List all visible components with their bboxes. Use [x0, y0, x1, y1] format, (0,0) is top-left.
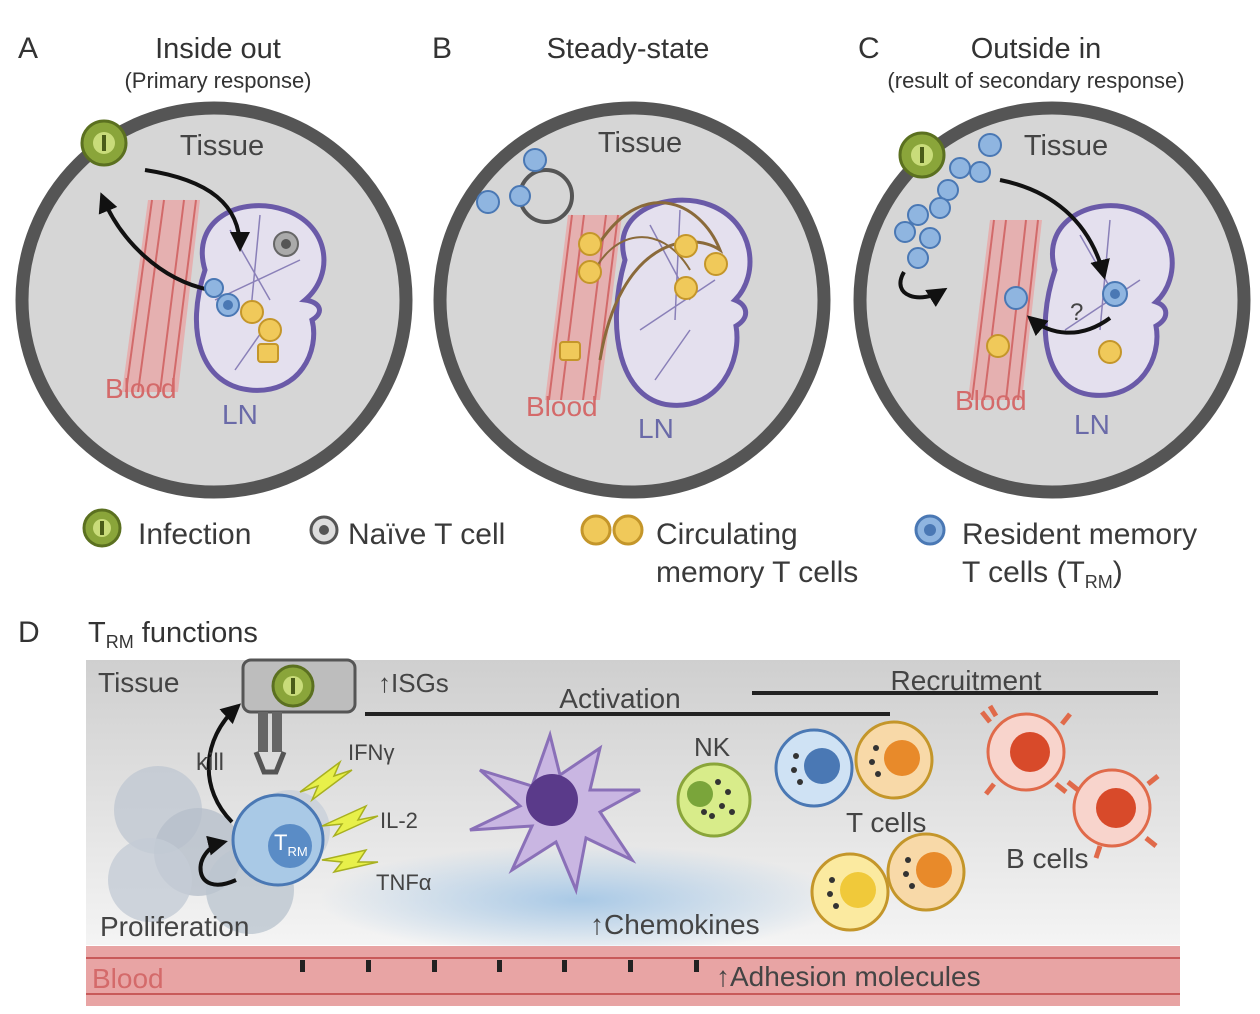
legend-naive-icon	[309, 515, 339, 545]
legend-resident-icon	[914, 514, 946, 546]
chemokine-cloud	[320, 845, 840, 955]
legend-circulating-icon	[580, 514, 644, 546]
panel-a-title: Inside out	[155, 33, 281, 65]
blood-vessel-a	[122, 199, 200, 393]
legend-resident-label-1: Resident memory	[962, 518, 1197, 551]
panel-d-title: TRM functions	[88, 617, 258, 652]
panel-a: A Inside out (Primary response) Tissue B…	[15, 32, 413, 499]
legend-circulating-label-2: memory T cells	[656, 556, 858, 589]
adhesion-markers	[300, 960, 699, 972]
arrow-tissue-to-ln-c	[999, 178, 1110, 280]
ln-label-a: LN	[222, 399, 258, 430]
infection-icon-c	[898, 131, 946, 179]
trm-cell: TRM	[231, 793, 325, 887]
tnfa-label: TNFα	[376, 870, 432, 895]
adhesion-label: ↑Adhesion molecules	[716, 961, 981, 992]
blood-label-a: Blood	[105, 373, 177, 404]
arrow-infection-to-ln	[144, 168, 250, 252]
activation-label: Activation	[559, 683, 680, 714]
infection-icon	[80, 119, 128, 167]
resident-memory-cluster-c	[894, 133, 1128, 310]
tissue-label-a: Tissue	[180, 130, 264, 162]
legend: Infection Naïve T cell Circulating memor…	[82, 508, 1197, 592]
cytokine-bolts	[299, 759, 379, 874]
kill-label: kill	[196, 749, 224, 776]
recruitment-label: Recruitment	[891, 665, 1042, 696]
blood-label-b: Blood	[526, 391, 598, 422]
panel-c: C Outside in (result of secondary respon…	[853, 32, 1251, 499]
naive-t-cell-icon	[273, 231, 299, 257]
recirculation-path-b	[593, 201, 724, 361]
blood-vessel-d	[86, 946, 1180, 1006]
lymph-node-b	[613, 197, 753, 408]
panel-letter-c: C	[858, 32, 880, 65]
dendritic-cell	[469, 729, 641, 896]
panel-d: D TRM functions Tissue ↑ISGs Activation …	[18, 616, 1180, 1006]
arrow-ln-to-blood-c	[1026, 315, 1112, 336]
trm-cell-label: TRM	[274, 830, 308, 859]
tcr-receptor-icon	[253, 712, 287, 775]
tissue-label-c: Tissue	[1024, 130, 1108, 162]
kill-arrow	[206, 703, 241, 824]
blood-label-d: Blood	[92, 963, 164, 994]
tissue-label-d: Tissue	[98, 667, 179, 698]
panel-b-title: Steady-state	[547, 33, 710, 65]
tissue-label-b: Tissue	[598, 127, 682, 159]
resident-memory-cell-icon	[204, 278, 240, 317]
arrow-ln-to-tissue	[98, 192, 211, 292]
panel-letter-d: D	[18, 616, 40, 649]
proliferation-arrow	[198, 835, 237, 887]
nk-cell	[676, 762, 752, 838]
blood-label-c: Blood	[955, 385, 1027, 416]
ln-label-b: LN	[638, 413, 674, 444]
b-cells	[980, 704, 1160, 859]
il2-label: IL-2	[380, 808, 418, 833]
legend-resident-label-2: T cells (TRM)	[962, 556, 1123, 592]
proliferation-loop-arrow-c	[898, 270, 948, 307]
panel-c-subtitle: (result of secondary response)	[887, 68, 1184, 93]
circulating-memory-cells-b	[559, 232, 728, 361]
panel-b: B Steady-state Tissue Blood LN	[432, 32, 831, 499]
legend-naive-label: Naïve T cell	[348, 518, 505, 551]
panel-a-subtitle: (Primary response)	[124, 68, 311, 93]
legend-infection-label: Infection	[138, 518, 251, 551]
ifng-label: IFNγ	[348, 740, 394, 765]
legend-infection-icon	[82, 508, 122, 548]
isgs-label: ↑ISGs	[378, 668, 449, 698]
chemokines-label: ↑Chemokines	[590, 909, 760, 940]
infection-icon-d	[271, 664, 315, 708]
panel-c-title: Outside in	[971, 33, 1102, 65]
panel-letter-b: B	[432, 32, 452, 65]
circulating-memory-cell-icon	[240, 300, 282, 363]
ln-label-c: LN	[1074, 409, 1110, 440]
b-cells-label: B cells	[1006, 843, 1088, 874]
circulating-memory-cells-c	[986, 334, 1122, 364]
tissue-resident-cluster-b	[476, 148, 574, 224]
nk-label: NK	[694, 732, 731, 762]
proliferation-label: Proliferation	[100, 911, 249, 942]
t-cells-label: T cells	[846, 807, 926, 838]
panel-letter-a: A	[18, 32, 38, 65]
legend-circulating-label-1: Circulating	[656, 518, 798, 551]
question-mark-c: ?	[1070, 299, 1083, 326]
t-cells	[774, 720, 966, 932]
